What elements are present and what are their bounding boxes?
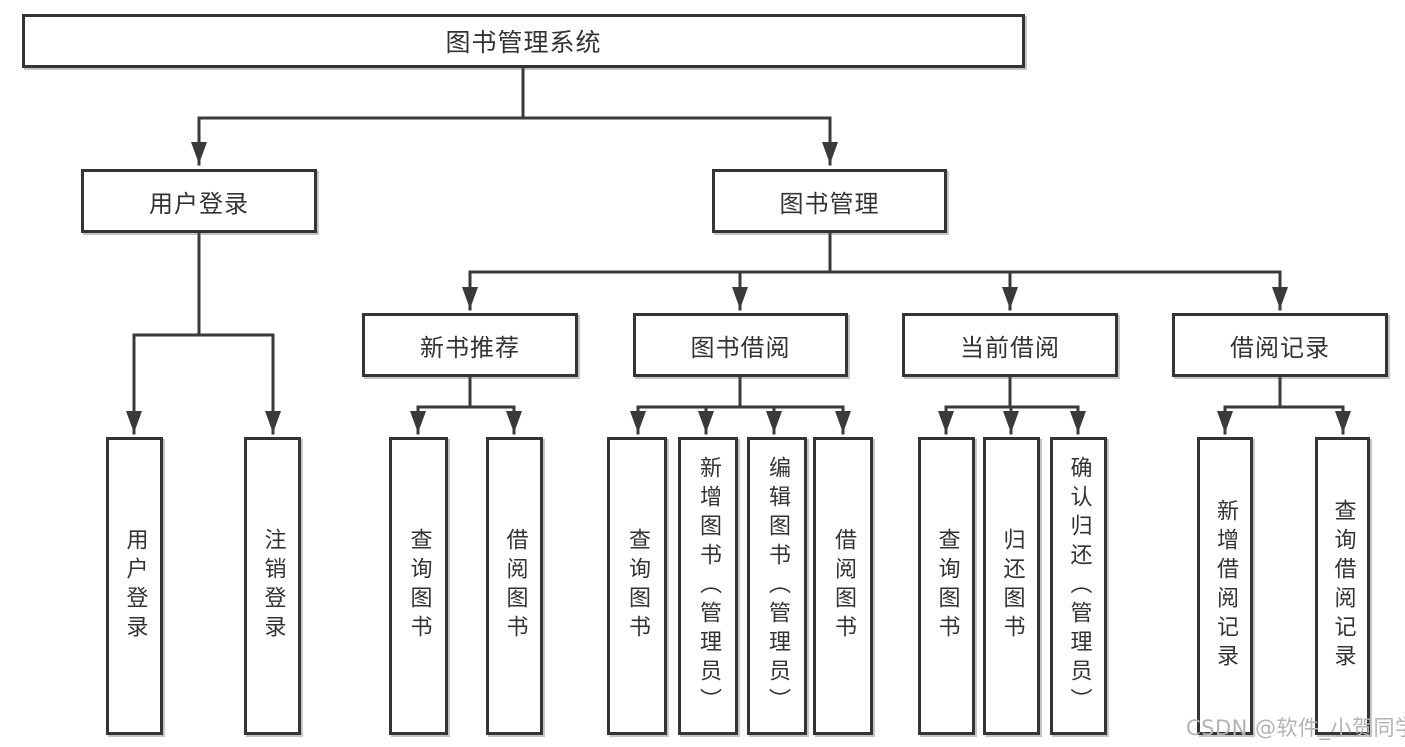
leaf-user-login: 用户登录 [106,437,163,735]
node-label: 查询图书 [934,528,960,644]
leaf-query-books-recommend: 查询图书 [389,437,448,735]
leaf-confirm-return-admin: 确认归还（管理员） [1050,437,1107,735]
connector-borrow-record-branch [1217,375,1351,435]
node-label: 新增图书（管理员） [696,455,721,717]
leaf-edit-books-admin: 编辑图书（管理员） [747,437,807,735]
node-label: 查询图书 [406,528,432,644]
node-label: 编辑图书（管理员） [765,455,790,717]
node-label: 查询图书 [625,528,650,644]
node-label: 新增借阅记录 [1213,499,1238,673]
connector-new-book-branch [410,375,522,435]
node-user-login: 用户登录 [81,169,317,233]
connector-root-to-level2 [191,66,838,166]
node-label: 图书管理系统 [445,28,602,57]
node-book-borrow: 图书借阅 [633,313,848,377]
leaf-logout: 注销登录 [244,437,301,735]
connector-current-borrow-branch [938,375,1086,435]
node-book-management: 图书管理 [712,169,947,233]
leaf-borrow-books-recommend: 借阅图书 [486,437,543,735]
node-root: 图书管理系统 [22,14,1025,68]
node-label: 借阅记录 [1230,333,1330,362]
node-label: 借阅图书 [831,528,856,644]
node-current-borrow: 当前借阅 [902,313,1118,377]
connector-book-mgmt-branch [462,231,1288,311]
node-label: 用户登录 [122,528,148,644]
node-label: 用户登录 [149,189,249,218]
leaf-return-books: 归还图书 [983,437,1040,735]
node-label: 图书管理 [779,189,880,218]
leaf-borrow-books: 借阅图书 [813,437,873,735]
node-label: 归还图书 [999,528,1025,644]
node-label: 图书借阅 [690,333,791,362]
watermark: CSDN @软件_小贺同学 [1186,716,1405,740]
node-label: 新书推荐 [420,333,520,362]
node-label: 注销登录 [260,528,286,644]
node-borrow-record: 借阅记录 [1172,313,1388,377]
connector-user-login-branch [126,231,281,435]
connector-book-borrow-branch [630,375,851,435]
leaf-query-books-current: 查询图书 [918,437,975,735]
node-new-book-recommend: 新书推荐 [362,313,578,377]
node-label: 借阅图书 [502,528,528,644]
leaf-query-borrow-record: 查询借阅记录 [1315,437,1370,735]
node-label: 当前借阅 [960,333,1060,362]
node-label: 确认归还（管理员） [1066,455,1092,717]
leaf-query-books-borrow: 查询图书 [607,437,667,735]
leaf-add-books-admin: 新增图书（管理员） [678,437,738,735]
leaf-add-borrow-record: 新增借阅记录 [1197,437,1253,735]
node-label: 查询借阅记录 [1330,499,1356,673]
